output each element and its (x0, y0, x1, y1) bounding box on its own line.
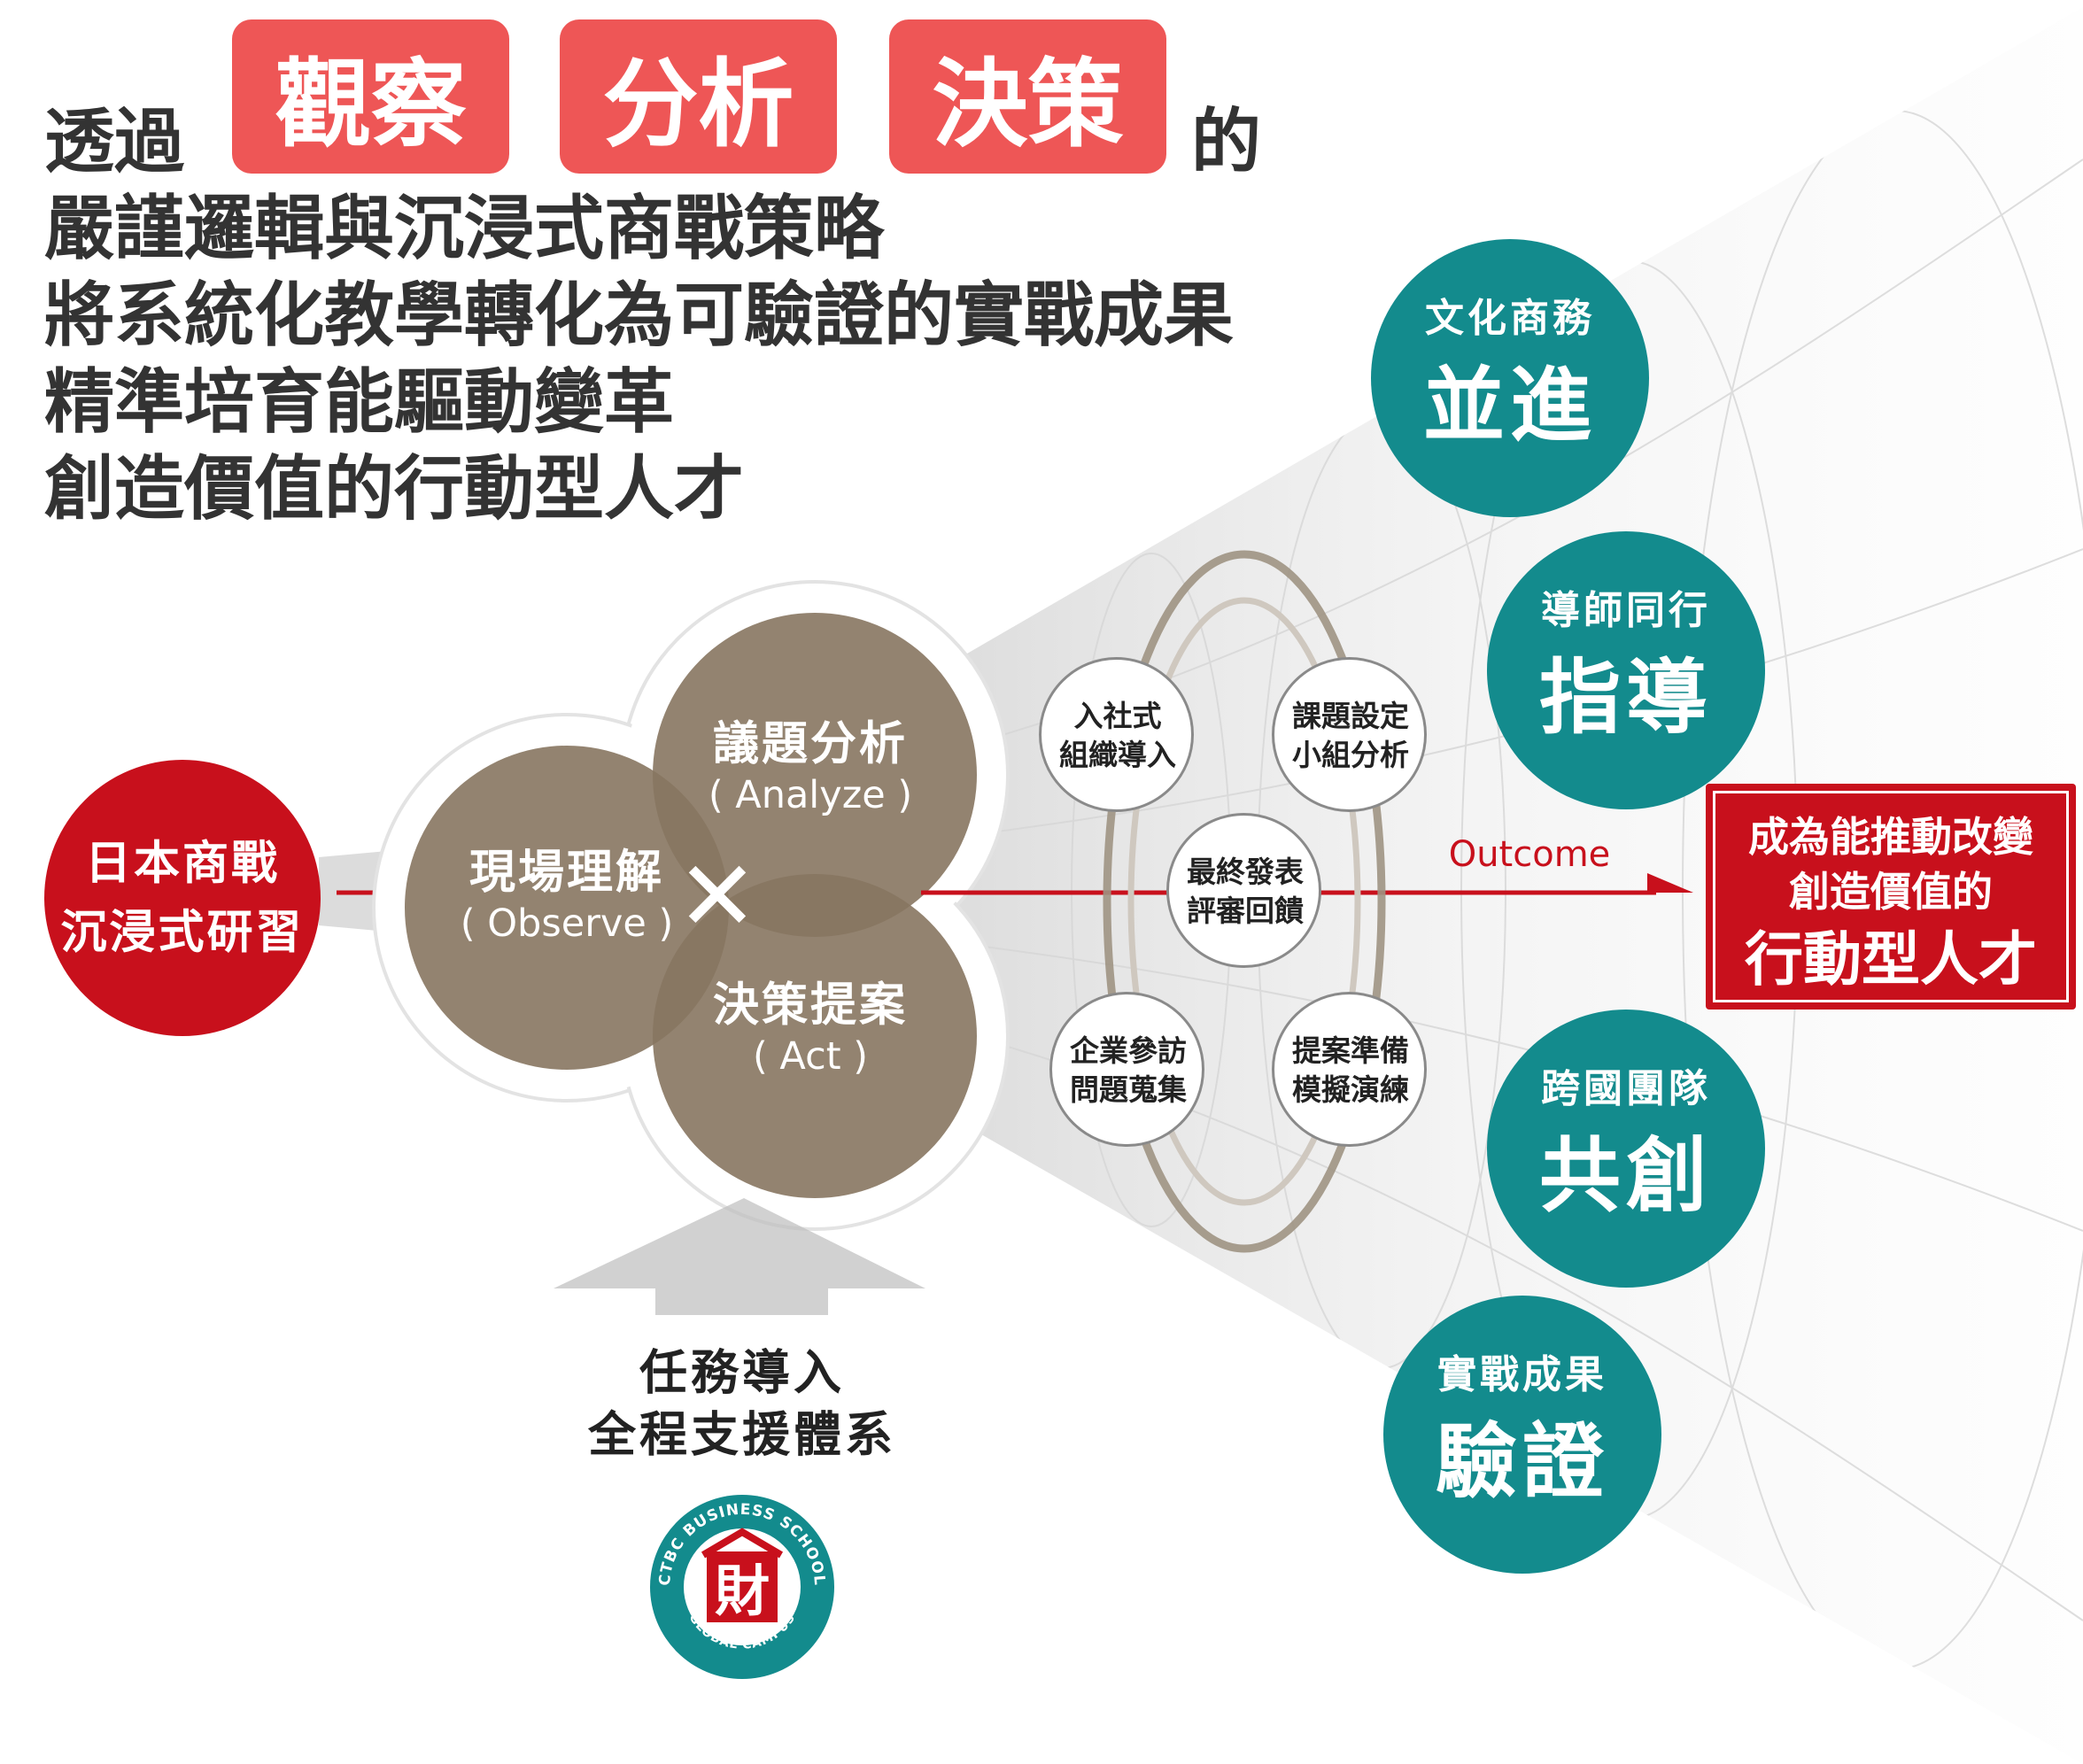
pillar-mentor: 導師同行 指導 (1487, 531, 1765, 809)
pillar-mentor-title: 導師同行 (1541, 588, 1711, 633)
support-line-1: 任務導入 (639, 1344, 845, 1401)
venn-analyze-label: 議題分析 (712, 717, 909, 771)
headline-line-4: 創造價值的行動型人才 (44, 448, 744, 530)
headline-line-2: 將系統化教學轉化為可驗證的實戰成果 (44, 275, 1234, 356)
cycle-node-onboarding-line-1: 入社式 (1073, 699, 1162, 733)
result-box-line-1: 成為能推動改變 (1748, 813, 2033, 861)
cycle-node-proposal-prep: 提案準備 模擬演練 (1272, 992, 1427, 1147)
keyword-observe: 觀察 (232, 19, 509, 174)
cycle-node-proposal-prep-line-2: 模擬演練 (1292, 1072, 1409, 1107)
cycle-node-final-presentation: 最終發表 評審回饋 (1166, 813, 1321, 968)
pillar-culture-title: 文化商務 (1425, 296, 1595, 341)
venn-circle-act (653, 874, 977, 1198)
pillar-team-title: 跨國團隊 (1541, 1066, 1711, 1111)
cycle-node-final-presentation-line-1: 最終發表 (1187, 855, 1304, 889)
venn-observe-label: 現場理解 (468, 846, 665, 900)
cycle-rings (1103, 550, 1386, 1253)
outcome-label: Outcome (1448, 834, 1611, 875)
outcome-arrow-head (1647, 873, 1693, 893)
source-node-line-2: 沉浸式研習 (60, 906, 305, 960)
headline-line-3: 精準培育能驅動變革 (44, 361, 674, 443)
cycle-node-topic-setting-line-2: 小組分析 (1292, 738, 1409, 772)
cycle-node-topic-setting: 課題設定 小組分析 (1272, 657, 1427, 812)
cycle-node-onboarding-line-2: 組織導入 (1059, 738, 1176, 772)
venn-act-sub: ( Act ) (752, 1034, 869, 1079)
keyword-analyze: 分析 (560, 19, 837, 174)
keyword-decide: 決策 (889, 19, 1166, 174)
venn-circles (405, 613, 977, 1198)
pillar-mentor-big: 指導 (1538, 650, 1714, 746)
support-up-arrow (554, 1198, 925, 1315)
pillar-culture-big: 並進 (1422, 358, 1598, 453)
funnel-wedge (956, 7, 2083, 1764)
venn-circle-analyze (653, 613, 977, 937)
headline-suffix: 的 (1191, 101, 1261, 182)
headline: 透過 觀察 分析 決策 的 嚴謹邏輯與沉浸式商戰策略 將系統化教學轉化為可驗證的… (0, 0, 1328, 531)
cycle-node-topic-setting-line-1: 課題設定 (1292, 699, 1409, 733)
cycle-node-proposal-prep-line-1: 提案準備 (1292, 1033, 1409, 1068)
pillar-result-big: 驗證 (1435, 1414, 1610, 1510)
venn-observe-sub: ( Observe ) (460, 901, 674, 946)
cycle-node-company-visit-line-2: 問題蒐集 (1070, 1072, 1187, 1107)
result-box: 成為能推動改變 創造價值的 行動型人才 (1706, 784, 2076, 1010)
venn-circle-observe (405, 746, 729, 1070)
headline-line-1: 嚴謹邏輯與沉浸式商戰策略 (44, 188, 884, 269)
cycle-node-onboarding: 入社式 組織導入 (1039, 657, 1194, 812)
result-box-line-2: 創造價值的 (1789, 868, 1993, 916)
pillar-team: 跨國團隊 共創 (1487, 1010, 1765, 1288)
source-node-line-1: 日本商戰 (84, 837, 281, 891)
cycle-node-company-visit: 企業參訪 問題蒐集 (1049, 992, 1204, 1147)
cycle-node-company-visit-line-1: 企業參訪 (1070, 1033, 1187, 1068)
headline-prefix: 透過 (44, 101, 184, 182)
support-line-2: 全程支援體系 (588, 1406, 896, 1463)
ctbc-logo: CTBC BUSINESS SCHOOL GLOBAL CAMPUS 財 (645, 1489, 840, 1684)
venn-cross-icon: ✕ (676, 839, 759, 953)
cycle-node-final-presentation-line-2: 評審回饋 (1187, 894, 1304, 928)
pillar-result: 實戰成果 驗證 (1383, 1296, 1661, 1574)
pillar-culture: 文化商務 並進 (1371, 239, 1649, 517)
pillar-team-big: 共創 (1538, 1128, 1714, 1224)
source-node: 日本商戰 沉浸式研習 (44, 760, 321, 1036)
ctbc-logo-graphic: CTBC BUSINESS SCHOOL GLOBAL CAMPUS 財 (650, 1495, 834, 1679)
pillar-result-title: 實戰成果 (1437, 1352, 1607, 1397)
logo-center: 財 (715, 1559, 770, 1623)
result-box-line-3: 行動型人才 (1745, 925, 2037, 994)
venn-act-label: 決策提案 (712, 979, 909, 1033)
venn-analyze-sub: ( Analyze ) (708, 773, 913, 817)
